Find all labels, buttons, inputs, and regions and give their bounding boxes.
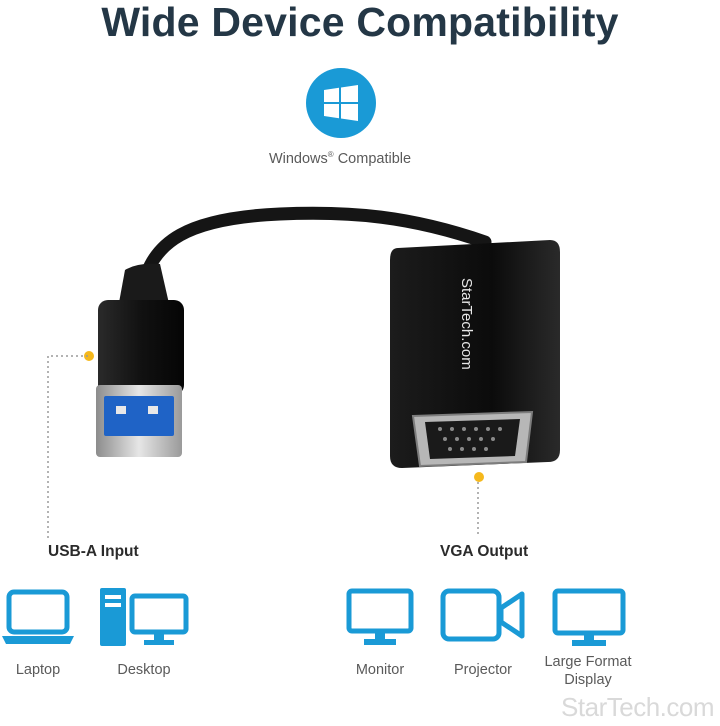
usb-vga-adapter-illustration: StarTech.com [84, 206, 560, 482]
windows-compatible-caption: Windows® Compatible [268, 150, 412, 167]
projector-label: Projector [453, 662, 513, 678]
usb-blue-tongue [104, 396, 174, 436]
vga-port [425, 419, 520, 459]
brand-text: StarTech.com [458, 278, 475, 370]
windows-logo-icon [306, 68, 376, 138]
monitor-icon [346, 588, 414, 645]
usb-callout-dot [84, 351, 94, 361]
monitor-label: Monitor [355, 662, 405, 678]
page-title: Wide Device Compatibility [101, 0, 619, 45]
vga-callout-dot [474, 472, 484, 482]
vga-callout-line [477, 482, 479, 536]
plug-strain-relief [118, 263, 170, 308]
laptop-icon [2, 589, 74, 644]
usb-callout-line [47, 355, 88, 538]
usb-input-label: USB-A Input [48, 543, 139, 560]
large-format-display-label: Large Format Display [544, 654, 632, 688]
cable [135, 206, 492, 299]
desktop-label: Desktop [117, 662, 171, 678]
adapter-housing [390, 240, 560, 468]
desktop-icon [100, 588, 189, 646]
projector-icon [440, 588, 525, 642]
usb-plug-body [98, 300, 184, 395]
laptop-label: Laptop [15, 662, 61, 678]
vga-output-label: VGA Output [440, 543, 529, 560]
large-display-icon [552, 588, 626, 646]
brand-watermark: StarTech.com [561, 692, 714, 722]
